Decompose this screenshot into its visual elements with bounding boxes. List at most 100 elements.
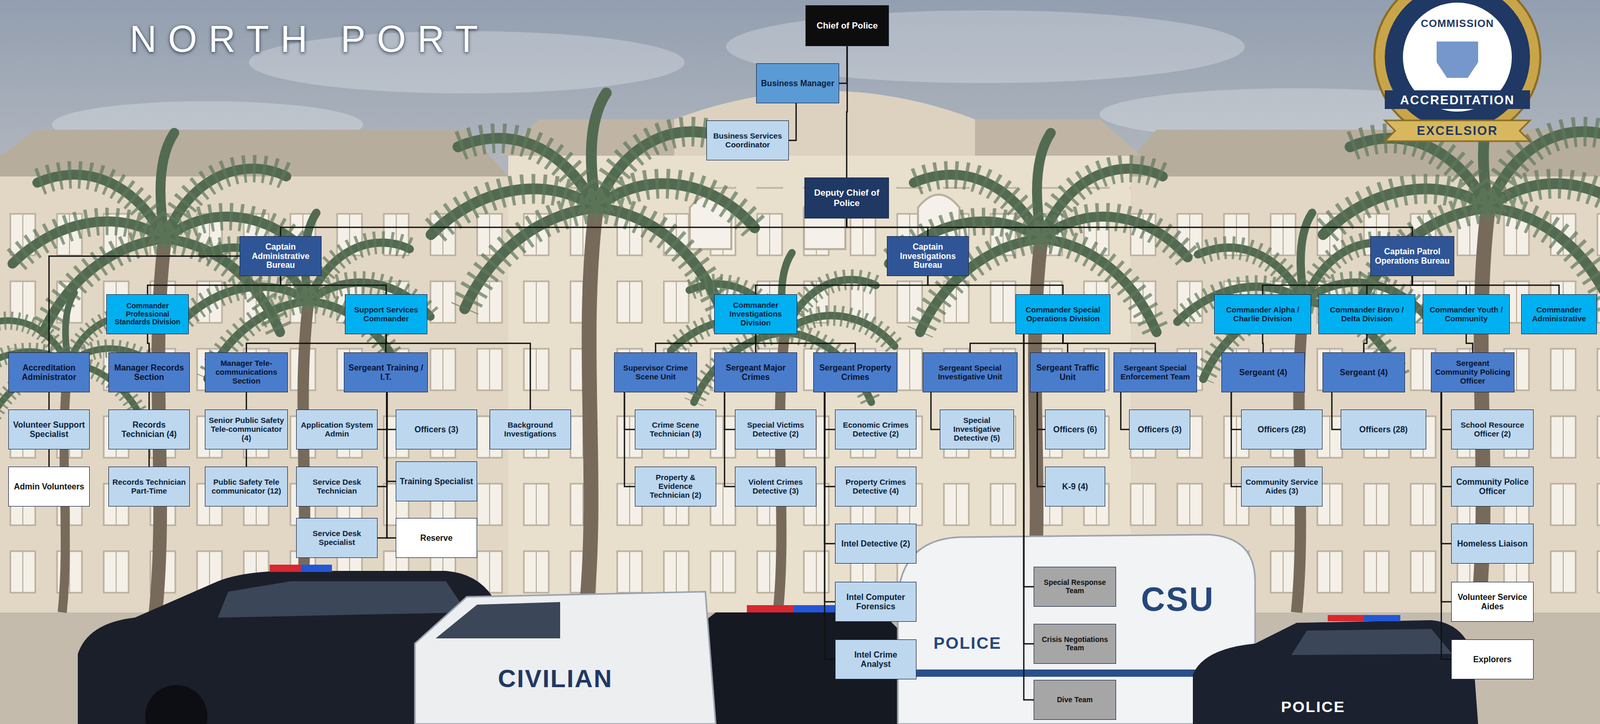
box-text: Sergeant (4) <box>1339 367 1388 378</box>
org-box: Homeless Liaison <box>1451 523 1534 564</box>
org-box: Intel Computer Forensics <box>835 581 917 622</box>
box-text: Homeless Liaison <box>1456 538 1528 549</box>
vehicles-part <box>1291 628 1453 655</box>
box-text: Sergeant Traffic Unit <box>1033 363 1102 382</box>
org-box: Sergeant Traffic Unit <box>1030 352 1106 393</box>
box-text: Captain Patrol Operations Bureau <box>1373 246 1451 266</box>
org-box: Community Service Aides (3) <box>1241 466 1323 507</box>
vehicles-part <box>746 604 794 612</box>
org-box: Sergeant Property Crimes <box>813 352 898 393</box>
connector-line <box>1441 392 1452 430</box>
box-text: Volunteer Service Aides <box>1454 592 1530 611</box>
connector-line <box>246 334 387 353</box>
vehicle-text: POLICE <box>1281 697 1370 715</box>
box-text: Records Technician Part-Time <box>112 477 187 496</box>
box-text: Service Desk Technician <box>299 477 374 496</box>
org-box: Sergeant (4) <box>1221 352 1305 393</box>
box-text: Sergeant Special Investigative Unit <box>926 363 1014 382</box>
connector-line <box>147 334 150 353</box>
org-box: Captain Patrol Operations Bureau <box>1370 235 1455 276</box>
connector-line <box>1331 392 1341 430</box>
org-box: Business Manager <box>756 63 840 104</box>
connector-line <box>280 218 847 236</box>
box-text: Dive Team <box>1056 695 1093 704</box>
box-text: Commander Professional Standards Divisio… <box>109 301 186 327</box>
connector-line <box>755 334 856 353</box>
connector-line <box>1063 334 1156 353</box>
vehicles-part <box>1327 614 1365 621</box>
org-box: Service Desk Technician <box>296 466 378 507</box>
org-box: Captain Administrative Bureau <box>239 235 322 276</box>
connector-line <box>1367 275 1413 295</box>
box-text: Officers (28) <box>1359 424 1408 435</box>
box-text: Officers (3) <box>1137 424 1182 435</box>
box-text: Business Manager <box>760 78 834 89</box>
box-text: Application System Admin <box>299 420 374 439</box>
connector-line <box>245 392 248 410</box>
vehicles-part <box>435 601 561 638</box>
org-box: Accreditation Administrator <box>8 352 90 393</box>
connector-line <box>624 392 635 487</box>
org-box: Business Services Coordinator <box>706 120 789 161</box>
connector-line <box>970 334 1064 353</box>
connector-line <box>377 392 387 538</box>
org-box: Sergeant Special Enforcement Team <box>1113 352 1198 393</box>
logo-text: NORTH PORT <box>129 18 576 60</box>
connector-line <box>48 392 50 410</box>
connector-line <box>148 392 150 410</box>
org-box: Service Desk Specialist <box>296 517 378 558</box>
box-text: Volunteer Support Specialist <box>11 420 87 439</box>
seal-text: ACCREDITATION <box>1389 93 1525 107</box>
box-text: Commander Bravo / Delta Division <box>1322 305 1412 324</box>
vehicles-part <box>145 684 208 724</box>
org-box: Volunteer Service Aides <box>1451 581 1534 622</box>
box-text: Special Investigative Detective (5) <box>943 415 1011 442</box>
seal-part <box>1374 0 1541 141</box>
org-box: Support Services Commander <box>344 294 428 335</box>
org-box: Special Investigative Detective (5) <box>939 409 1014 450</box>
vehicles-part <box>217 580 467 618</box>
org-box: Officers (6) <box>1045 409 1106 450</box>
org-box: Commander Administrative <box>1521 294 1597 335</box>
box-text: Commander Alpha / Charlie Division <box>1217 305 1308 324</box>
seal-text: COMMISSION <box>1395 17 1520 30</box>
box-text: Commander Youth / Community <box>1426 305 1507 324</box>
box-text: Commander Investigations Division <box>717 300 794 327</box>
box-text: Special Response Team <box>1037 578 1113 595</box>
org-box: Commander Alpha / Charlie Division <box>1214 294 1312 335</box>
box-text: Admin Volunteers <box>14 481 85 492</box>
org-box: Dive Team <box>1033 679 1117 720</box>
org-box: Intel Crime Analyst <box>835 638 917 679</box>
org-box: Captain Investigations Bureau <box>886 235 969 276</box>
vehicle-text: CIVILIAN <box>497 664 654 693</box>
connector-line <box>1231 392 1242 487</box>
connector-line <box>846 218 1413 236</box>
connector-line <box>930 392 940 430</box>
vehicles-part <box>793 604 841 612</box>
connector-line <box>1466 334 1473 353</box>
vehicles-part <box>269 564 301 572</box>
connector-line <box>1441 392 1452 660</box>
box-text: Sergeant Community Policing Officer <box>1434 358 1511 385</box>
connector-line <box>147 275 282 295</box>
box-text: Crime Scene Technician (3) <box>638 420 713 439</box>
box-text: Officers (3) <box>414 424 458 435</box>
connector-line <box>48 449 50 467</box>
org-box: Records Technician (4) <box>108 409 190 450</box>
box-text: Crisis Negotiations Team <box>1037 635 1113 652</box>
connector-line <box>148 449 150 467</box>
seal-part <box>1384 120 1530 142</box>
vehicles-part <box>414 591 716 724</box>
connector-line <box>386 392 396 482</box>
vehicles-part <box>1192 619 1479 724</box>
org-box: Officers (28) <box>1241 409 1323 450</box>
org-box: Supervisor Crime Scene Unit <box>614 352 698 393</box>
vehicles <box>77 534 1479 724</box>
box-text: Sergeant Special Enforcement Team <box>1117 363 1194 382</box>
box-text: Accreditation Administrator <box>11 363 87 382</box>
org-box: Violent Crimes Detective (3) <box>734 466 817 507</box>
org-box: Sergeant Major Crimes <box>714 352 798 393</box>
box-text: Support Services Commander <box>348 305 424 324</box>
connector-line <box>755 275 928 295</box>
